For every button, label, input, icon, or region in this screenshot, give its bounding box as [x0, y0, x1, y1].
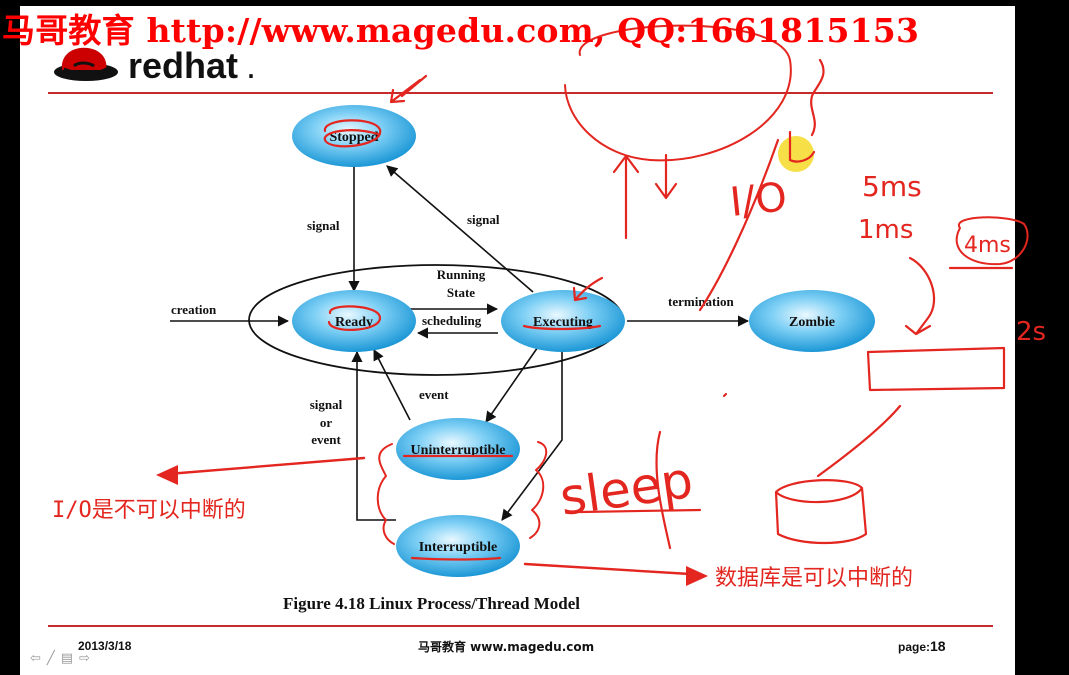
- watermark-text: 马哥教育 http://www.magedu.com, QQ:166181515…: [2, 11, 920, 50]
- io-slash: [698, 138, 780, 312]
- redhat-wordmark: redhat: [128, 45, 238, 86]
- t2-handwritten: 2s: [1016, 317, 1046, 347]
- interruptible-to-ready-arrow: [351, 350, 396, 521]
- signal-or-event-line3: event: [311, 432, 341, 447]
- signal-left-label: signal: [307, 218, 340, 233]
- state-executing-node: [501, 290, 625, 352]
- header-rule: [48, 92, 993, 94]
- page-label: page:: [898, 640, 931, 654]
- executing-to-uninterruptible-arrow: [485, 343, 541, 423]
- box-drawing: [866, 346, 1006, 392]
- cursor-highlight: [778, 136, 814, 172]
- termination-label: termination: [668, 294, 734, 309]
- io-note-arrow: [166, 456, 366, 476]
- footer-rule: [48, 625, 993, 627]
- state-zombie-node: [749, 290, 875, 352]
- executing-underline: [522, 324, 602, 331]
- curve-down-arrow: [904, 256, 936, 336]
- sleep-underline: [578, 508, 702, 514]
- sleep-handwritten: sleep: [556, 451, 696, 527]
- state-zombie-label: Zombie: [789, 315, 835, 330]
- state-stopped-label: Stopped: [329, 130, 378, 145]
- state-executing-label: Executing: [533, 315, 593, 330]
- box-to-cylinder-line: [816, 404, 902, 478]
- state-label: State: [447, 285, 475, 300]
- sleep-stroke: [655, 430, 672, 550]
- right-brace: [529, 441, 548, 539]
- squiggle-line: [810, 58, 825, 137]
- stray-dot: [722, 392, 728, 398]
- state-stopped-node: [292, 105, 416, 167]
- pen-icon[interactable]: ╱: [46, 651, 55, 666]
- up-arrow: [612, 154, 640, 240]
- executing-check: [572, 276, 604, 302]
- next-slide-icon[interactable]: ⇨: [79, 651, 90, 666]
- t4-handwritten: 4ms: [964, 233, 1011, 258]
- interruptible-underline: [410, 556, 502, 561]
- creation-label: creation: [171, 302, 217, 317]
- menu-icon[interactable]: ▤: [60, 651, 74, 666]
- cursor-hook: [788, 130, 816, 163]
- t5-handwritten: 5ms: [862, 170, 922, 203]
- cylinder-drawing: [774, 479, 868, 545]
- state-uninterruptible-node: [396, 418, 520, 480]
- t4-circle: [955, 216, 1029, 266]
- t1-handwritten: 1ms: [858, 215, 913, 245]
- signal-or-event-line2: or: [320, 415, 333, 430]
- footer-site: 马哥教育 www.magedu.com: [418, 640, 595, 654]
- scheduling-label: scheduling: [422, 313, 482, 328]
- page-number: 18: [930, 638, 946, 654]
- state-interruptible-label: Interruptible: [419, 540, 498, 555]
- executing-to-interruptible-arrow: [501, 346, 563, 521]
- redhat-dot: .: [246, 45, 256, 86]
- signal-or-event-line1: signal: [310, 397, 343, 412]
- prev-slide-icon[interactable]: ⇦: [30, 651, 41, 666]
- transition-arrows: [170, 165, 750, 521]
- slide-nav: ⇦ ╱ ▤ ⇨: [30, 652, 90, 665]
- executing-to-stopped-arrow: [386, 165, 534, 293]
- state-ready-label: Ready: [335, 315, 373, 330]
- db-note-arrow: [523, 562, 692, 576]
- io-note: I/O是不可以中断的: [52, 498, 246, 523]
- io-handwritten: I/O: [728, 174, 789, 226]
- uninterruptible-to-ready-arrow: [373, 349, 411, 421]
- shadowman-icon: [54, 47, 118, 81]
- io-note-arrowhead: [156, 465, 178, 485]
- down-arrow: [654, 153, 678, 200]
- stopped-circle: [323, 119, 382, 148]
- loop-circle: [564, 24, 792, 162]
- running-label: Running: [437, 267, 486, 282]
- db-note-arrowhead: [686, 566, 708, 586]
- state-uninterruptible-label: Uninterruptible: [411, 443, 506, 458]
- redhat-logo: redhat .: [54, 45, 256, 86]
- transition-labels: creation termination signal signal schedulin…: [171, 212, 734, 447]
- stopped-double-arrow: [389, 74, 428, 104]
- figure-caption: Figure 4.18 Linux Process/Thread Model: [283, 594, 581, 613]
- state-ready-node: [292, 290, 416, 352]
- ready-circle: [327, 305, 382, 331]
- database-note: 数据库是可以中断的: [715, 566, 914, 591]
- footer-page: page:18: [898, 638, 946, 654]
- window-edge: [1015, 0, 1069, 675]
- event-label: event: [419, 387, 449, 402]
- footer-date: 2013/3/18: [78, 639, 132, 653]
- signal-right-label: signal: [467, 212, 500, 227]
- state-interruptible-node: [396, 515, 520, 577]
- left-brace: [376, 443, 395, 545]
